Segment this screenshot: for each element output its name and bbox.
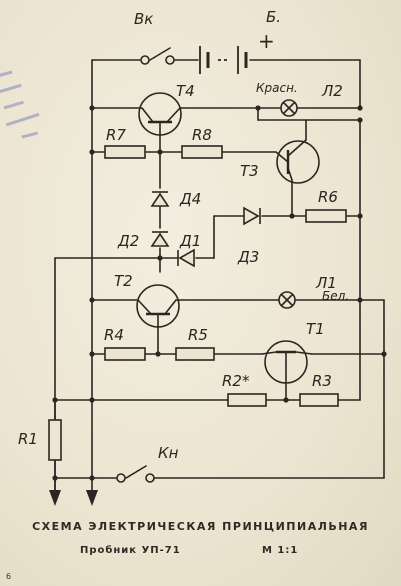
transistor-t3-label: Т3 <box>240 162 259 180</box>
resistor-r2-label: R2* <box>222 372 250 390</box>
resistor-r1 <box>48 419 62 461</box>
resistor-r6 <box>305 209 347 223</box>
probe-arrow-right <box>86 490 98 506</box>
diode-d1 <box>177 248 195 268</box>
resistor-r7 <box>104 145 146 159</box>
lamp-l1 <box>278 291 296 309</box>
transistor-t4 <box>138 92 182 136</box>
resistor-r5-label: R5 <box>188 326 208 344</box>
transistor-t1 <box>261 340 313 384</box>
transistor-t4-label: Т4 <box>176 82 195 100</box>
diode-d3-label: Д3 <box>237 248 259 266</box>
resistor-r4 <box>104 347 146 361</box>
battery-label: Б. <box>266 8 281 26</box>
device-name: Пробник УП-71 <box>80 545 181 556</box>
lamp-l2 <box>280 99 298 117</box>
resistor-r2 <box>227 393 267 407</box>
resistor-r6-label: R6 <box>318 188 338 206</box>
transistor-t2 <box>136 284 180 328</box>
resistor-r5 <box>175 347 215 361</box>
page-number: 6 <box>6 572 12 581</box>
transistor-t3 <box>275 139 320 184</box>
diode-d2 <box>150 231 170 247</box>
resistor-r3 <box>299 393 339 407</box>
resistor-r8-label: R8 <box>192 126 212 144</box>
battery-plus-sign: + <box>258 29 275 53</box>
diode-d2-label: Д2 <box>117 232 139 250</box>
diode-d4 <box>150 191 170 207</box>
resistor-r3-label: R3 <box>312 372 332 390</box>
battery-symbol <box>199 46 248 74</box>
diagram-scale: М 1:1 <box>262 545 299 556</box>
lamp-red-ref: Л2 <box>321 82 343 100</box>
lamp-white-label: Бел. <box>322 289 349 303</box>
resistor-r8 <box>181 145 223 159</box>
ink-stamp-mark <box>0 70 40 139</box>
transistor-t1-label: Т1 <box>306 320 325 338</box>
switch-label: Вк <box>134 10 153 28</box>
resistor-r7-label: R7 <box>106 126 126 144</box>
diode-d3 <box>243 206 261 226</box>
lamp-white-ref: Л1 <box>315 274 337 292</box>
transistor-t2-label: Т2 <box>114 272 133 290</box>
diagram-title: СХЕМА ЭЛЕКТРИЧЕСКАЯ ПРИНЦИПИАЛЬНАЯ <box>32 520 369 533</box>
diode-d4-label: Д4 <box>179 190 201 208</box>
lamp-red-label: Красн. <box>256 81 298 95</box>
resistor-r1-label: R1 <box>18 430 38 448</box>
diode-d1-label: Д1 <box>179 232 201 250</box>
button-label: Кн <box>158 444 179 462</box>
resistor-r4-label: R4 <box>104 326 124 344</box>
probe-arrow-left <box>49 490 61 506</box>
